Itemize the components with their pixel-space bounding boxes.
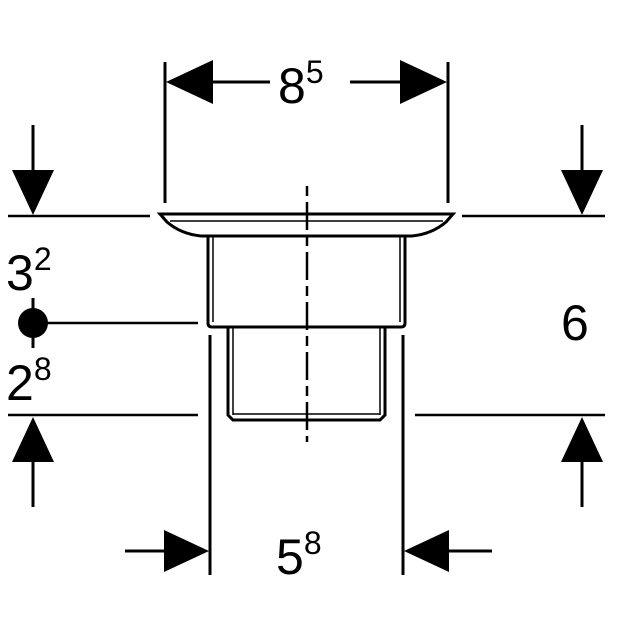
lower-height-superscript: 8 [34, 351, 52, 387]
bottom-width-label: 58 [276, 525, 322, 585]
left-height-dimension: 32 28 [6, 125, 54, 507]
left-top-arrowhead [12, 170, 54, 215]
lower-height-base: 2 [6, 355, 34, 411]
bottom-arrowhead-left [164, 530, 209, 572]
lower-height-label: 28 [6, 351, 52, 411]
top-width-base: 8 [278, 58, 306, 114]
upper-height-base: 3 [6, 245, 34, 301]
midpoint-dot [18, 308, 48, 338]
right-bottom-arrowhead [561, 417, 603, 462]
arrowhead-right [400, 60, 447, 104]
bottom-width-base: 5 [276, 529, 304, 585]
upper-height-label: 32 [6, 241, 52, 301]
bottom-arrowhead-right [404, 530, 449, 572]
top-width-superscript: 5 [306, 54, 324, 90]
upper-height-superscript: 2 [34, 241, 52, 277]
bottom-width-dimension: 58 [125, 335, 492, 585]
total-height-label: 6 [561, 295, 589, 351]
bottom-width-superscript: 8 [304, 525, 322, 561]
top-width-label: 85 [278, 54, 324, 114]
right-top-arrowhead [561, 170, 603, 215]
arrowhead-left [166, 60, 213, 104]
left-bottom-arrowhead [12, 417, 54, 462]
reference-lines [8, 214, 605, 417]
top-width-dimension: 85 [163, 54, 450, 203]
right-height-dimension: 6 [561, 125, 603, 507]
